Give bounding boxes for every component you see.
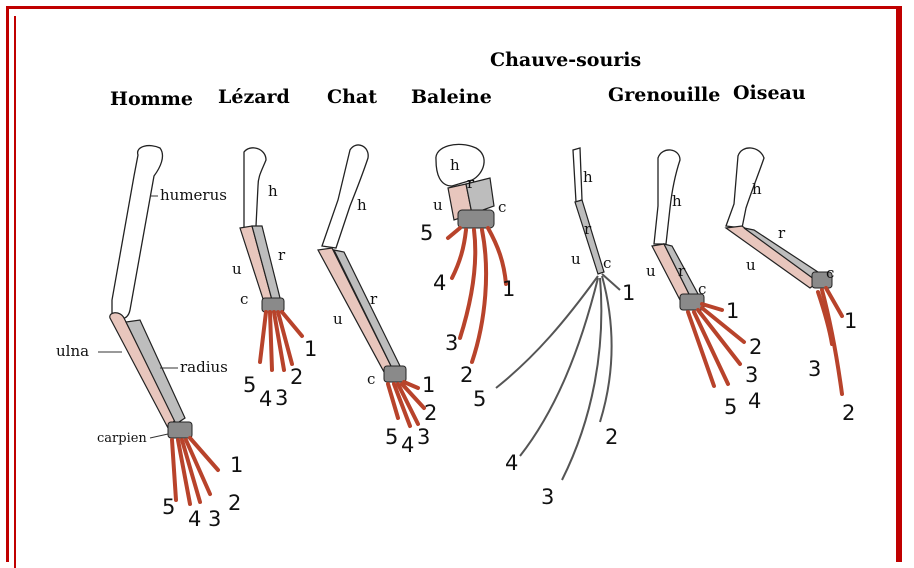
limb-chat: h r u c 1 2 3 4 5 <box>318 145 437 457</box>
chauve-souris-num-2: 2 <box>605 425 618 449</box>
title-chat: Chat <box>327 86 377 108</box>
lezard-label-u: u <box>232 260 242 278</box>
chat-label-u: u <box>333 310 343 328</box>
title-oiseau: Oiseau <box>733 82 806 104</box>
baleine-digit-5 <box>448 228 460 238</box>
oiseau-label-h: h <box>752 180 762 198</box>
title-grenouille: Grenouille <box>608 84 720 106</box>
lezard-num-5: 5 <box>243 373 256 397</box>
chauve-souris-label-u: u <box>571 250 581 268</box>
homme-num-4: 4 <box>188 507 201 531</box>
oiseau-num-2: 2 <box>842 401 855 425</box>
chat-label-h: h <box>357 196 367 214</box>
label-carpien: carpien <box>97 431 147 446</box>
lezard-label-r: r <box>278 246 286 264</box>
baleine-label-h: h <box>450 156 460 174</box>
chauve-souris-num-3: 3 <box>541 485 554 509</box>
chat-label-c: c <box>367 370 375 388</box>
lezard-num-2: 2 <box>290 365 303 389</box>
homme-num-2: 2 <box>228 491 241 515</box>
grenouille-num-4: 4 <box>748 389 761 413</box>
chauve-souris-digit-4 <box>520 278 598 456</box>
chauve-souris-label-r: r <box>584 220 592 238</box>
baleine-label-c: c <box>498 198 506 216</box>
chat-num-4: 4 <box>401 433 414 457</box>
limb-baleine: h r u c 1 2 3 4 5 <box>420 144 515 387</box>
chauve-souris-label-c: c <box>603 254 611 272</box>
chauve-souris-humerus <box>573 148 582 202</box>
lezard-label-h: h <box>268 182 278 200</box>
homme-num-1: 1 <box>230 453 243 477</box>
chat-num-1: 1 <box>422 373 435 397</box>
chat-num-2: 2 <box>424 401 437 425</box>
chauve-souris-label-h: h <box>583 168 593 186</box>
chat-radius <box>334 250 400 368</box>
lezard-num-3: 3 <box>275 386 288 410</box>
chauve-souris-digit-3 <box>562 278 601 480</box>
title-lezard: Lézard <box>218 86 290 108</box>
baleine-carpals <box>458 210 494 228</box>
baleine-label-r: r <box>467 174 475 192</box>
chat-ulna <box>318 248 392 372</box>
lezard-humerus <box>244 148 266 228</box>
homme-num-3: 3 <box>208 507 221 531</box>
oiseau-num-3: 3 <box>808 357 821 381</box>
lezard-digit-4 <box>270 312 272 370</box>
chauve-souris-num-5: 5 <box>473 387 486 411</box>
chat-num-5: 5 <box>385 425 398 449</box>
grenouille-label-u: u <box>646 262 656 280</box>
homme-humerus <box>112 146 162 319</box>
chauve-souris-num-1: 1 <box>622 281 635 305</box>
homme-radius <box>126 320 185 424</box>
lezard-carpals <box>262 298 284 312</box>
homme-num-5: 5 <box>162 495 175 519</box>
chauve-souris-num-4: 4 <box>505 451 518 475</box>
lezard-num-1: 1 <box>304 337 317 361</box>
grenouille-num-3: 3 <box>745 363 758 387</box>
chat-label-r: r <box>370 290 378 308</box>
label-humerus: humerus <box>160 186 227 204</box>
chat-carpals <box>384 366 406 382</box>
baleine-humerus <box>436 144 484 186</box>
oiseau-ulna <box>726 226 818 288</box>
limb-homme: humerus ulna radius carpien 1 2 3 4 5 <box>56 146 243 531</box>
title-homme: Homme <box>110 88 193 110</box>
baleine-digit-4 <box>452 230 466 278</box>
oiseau-label-c: c <box>826 264 834 282</box>
homme-carpals <box>168 422 192 438</box>
grenouille-num-2: 2 <box>749 335 762 359</box>
grenouille-label-c: c <box>698 280 706 298</box>
chat-num-3: 3 <box>417 425 430 449</box>
label-radius: radius <box>180 358 228 376</box>
baleine-label-u: u <box>433 196 443 214</box>
baleine-num-5: 5 <box>420 221 433 245</box>
oiseau-num-1: 1 <box>844 309 857 333</box>
lezard-digit-5 <box>260 312 266 362</box>
baleine-num-3: 3 <box>445 331 458 355</box>
limb-lezard: h r u c 1 2 3 4 5 <box>232 148 317 411</box>
grenouille-num-1: 1 <box>726 299 739 323</box>
oiseau-label-r: r <box>778 224 786 242</box>
title-baleine: Baleine <box>411 86 492 108</box>
title-chauve-souris: Chauve-souris <box>490 49 641 71</box>
label-ulna: ulna <box>56 342 89 360</box>
grenouille-label-h: h <box>672 192 682 210</box>
lezard-num-4: 4 <box>259 387 272 411</box>
homme-digit-5 <box>172 440 176 500</box>
grenouille-num-5: 5 <box>724 395 737 419</box>
lezard-label-c: c <box>240 290 248 308</box>
baleine-digit-1 <box>488 228 506 284</box>
grenouille-label-r: r <box>678 262 686 280</box>
oiseau-label-u: u <box>746 256 756 274</box>
baleine-num-4: 4 <box>433 271 446 295</box>
baleine-num-2: 2 <box>460 363 473 387</box>
baleine-num-1: 1 <box>502 277 515 301</box>
